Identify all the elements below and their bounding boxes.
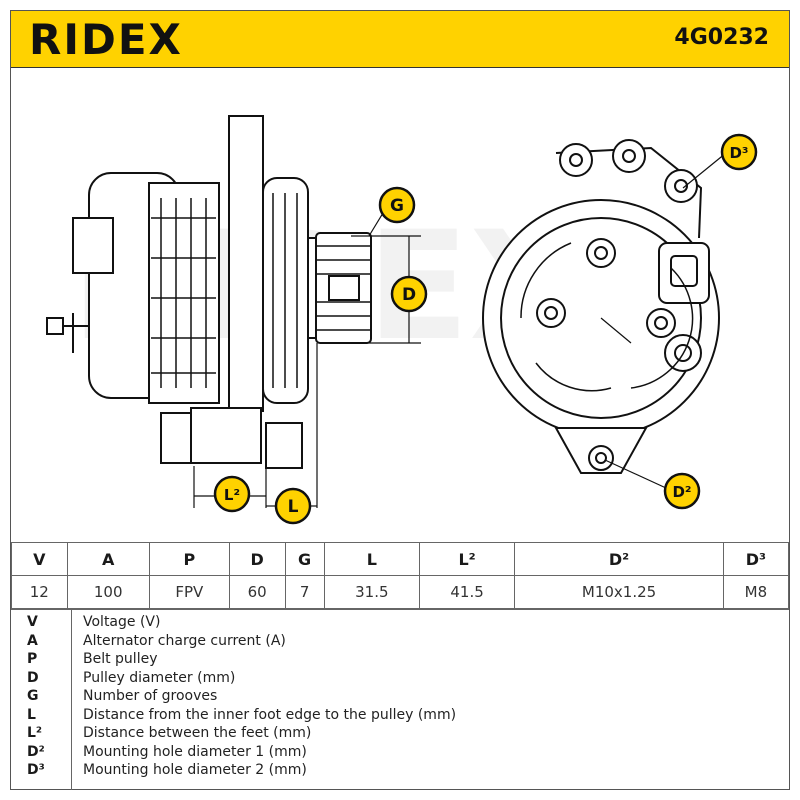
legend-item: A Alternator charge current (A): [11, 633, 789, 652]
callout-d: D: [390, 275, 428, 313]
legend-key: D: [27, 669, 39, 686]
legend-key: L: [27, 706, 36, 723]
legend-item: G Number of grooves: [11, 688, 789, 707]
legend-key: L²: [27, 725, 43, 741]
legend-desc: Distance between the feet (mm): [83, 725, 312, 741]
callout-d2-label: D²: [672, 483, 691, 501]
legend-divider: [71, 610, 72, 790]
legend-item: V Voltage (V): [11, 614, 789, 633]
brand-logo: RIDEX: [29, 15, 183, 64]
spec-header-g: G: [284, 542, 325, 576]
spec-value-row: 12 100 FPV 60 7 31.5 41.5 M10x1.25 M8: [11, 575, 790, 609]
callout-d3-label: D³: [729, 144, 748, 162]
legend-key: D³: [27, 762, 45, 778]
spec-value-v: 12: [11, 575, 68, 609]
alternator-side-view: [46, 115, 372, 469]
spec-value-l2: 41.5: [418, 575, 516, 609]
legend-desc: Belt pulley: [83, 651, 158, 667]
legend: V Voltage (V) A Alternator charge curren…: [11, 609, 789, 790]
alternator-drawing: RIDEX: [46, 115, 758, 525]
legend-desc: Number of grooves: [83, 688, 218, 704]
spec-value-g: 7: [284, 575, 325, 609]
spec-value-d: 60: [228, 575, 286, 609]
spec-value-a: 100: [66, 575, 150, 609]
spec-header-l2: L²: [418, 542, 516, 576]
legend-item: P Belt pulley: [11, 651, 789, 670]
spec-header-row: V A P D G L L² D² D³: [11, 542, 790, 576]
legend-key: V: [27, 614, 38, 630]
spec-table: V A P D G L L² D² D³ 12 100 FPV 60 7 31.…: [11, 542, 790, 609]
callout-l: L: [274, 487, 312, 525]
legend-item: L² Distance between the feet (mm): [11, 725, 789, 744]
callout-g: G: [378, 186, 416, 224]
spec-value-p: FPV: [148, 575, 230, 609]
spec-value-d3: M8: [722, 575, 790, 609]
legend-desc: Mounting hole diameter 2 (mm): [83, 762, 307, 778]
spec-header-d3: D³: [722, 542, 790, 576]
legend-item: L Distance from the inner foot edge to t…: [11, 707, 789, 726]
callout-l2-label: L²: [224, 486, 240, 504]
spec-header-v: V: [11, 542, 68, 576]
callout-l2: L²: [213, 475, 251, 513]
legend-desc: Mounting hole diameter 1 (mm): [83, 743, 307, 760]
legend-item: D³ Mounting hole diameter 2 (mm): [11, 762, 789, 781]
callout-l-label: L: [288, 497, 299, 517]
legend-desc: Alternator charge current (A): [83, 632, 286, 649]
legend-desc: Distance from the inner foot edge to the…: [83, 706, 457, 723]
spec-header-l: L: [323, 542, 420, 576]
legend-item: D Pulley diameter (mm): [11, 670, 789, 689]
legend-key: A: [27, 632, 38, 649]
brand-header: RIDEX 4G0232: [11, 11, 789, 68]
legend-item: D² Mounting hole diameter 1 (mm): [11, 744, 789, 763]
callout-d-label: D: [402, 285, 416, 305]
spec-header-d: D: [228, 542, 286, 576]
alternator-front-view: [482, 139, 720, 474]
spec-value-d2: M10x1.25: [514, 575, 724, 609]
callout-d3: D³: [720, 133, 758, 171]
spec-header-p: P: [148, 542, 230, 576]
product-sheet: RIDEX 4G0232 RIDEX: [10, 10, 790, 790]
legend-key: D²: [27, 743, 45, 760]
legend-key: P: [27, 651, 38, 667]
callout-g-label: G: [390, 196, 404, 216]
legend-key: G: [27, 688, 39, 704]
spec-value-l: 31.5: [323, 575, 420, 609]
spec-header-a: A: [66, 542, 150, 576]
legend-desc: Pulley diameter (mm): [83, 669, 236, 686]
spec-header-d2: D²: [514, 542, 724, 576]
callout-d2: D²: [663, 472, 701, 510]
legend-desc: Voltage (V): [83, 614, 161, 630]
part-number: 4G0232: [674, 25, 769, 50]
